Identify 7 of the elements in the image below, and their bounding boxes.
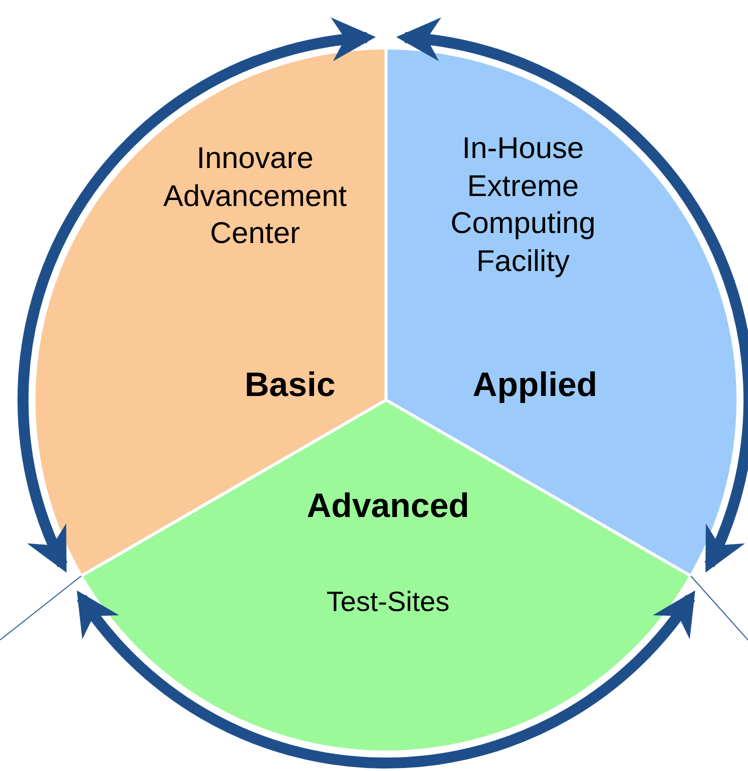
sector-heading: Basic [244,365,336,406]
sector-heading: Advanced [306,486,470,527]
sector-heading: Applied [472,365,598,406]
sector-text: Innovare Advancement Center [162,141,348,252]
arc-arrow [76,590,696,768]
sector-text: In-House Extreme Computing Facility [449,131,597,280]
sector-text: Test-Sites [326,585,450,619]
